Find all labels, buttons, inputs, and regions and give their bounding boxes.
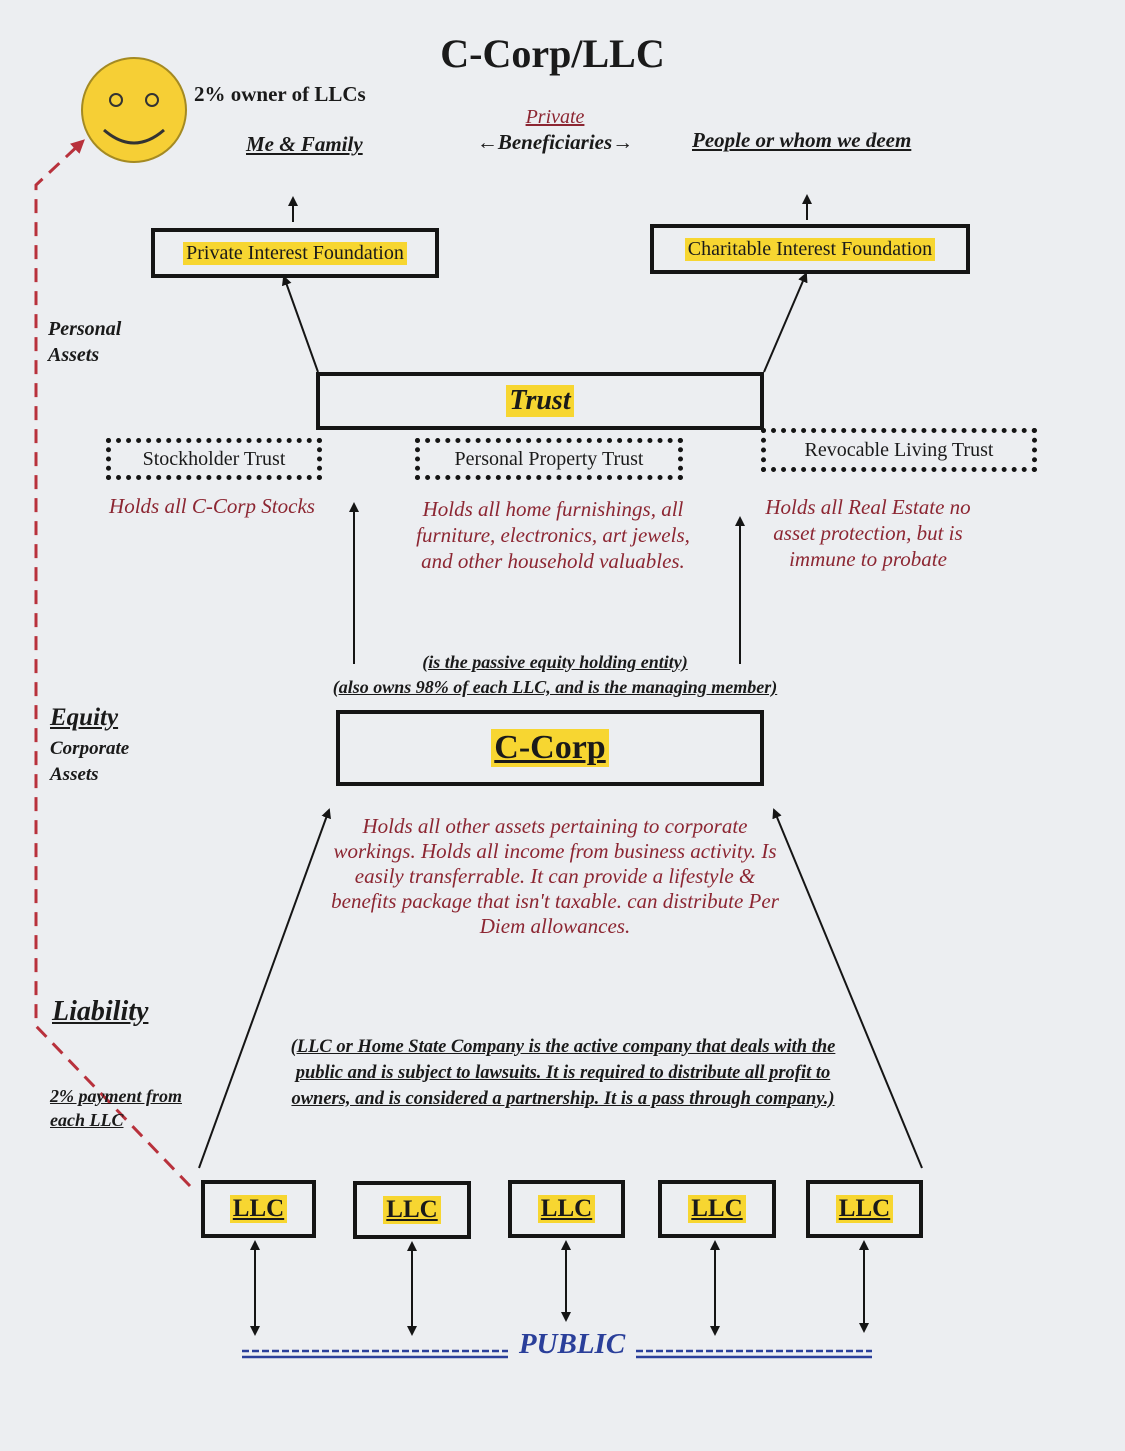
stockholder-trust-box: Stockholder Trust <box>106 438 322 480</box>
llc-label: LLC <box>835 1195 894 1223</box>
ccorp-note-owns: (also owns 98% of each LLC, and is the m… <box>332 677 778 697</box>
liability-label: Liability <box>52 996 149 1027</box>
corporate-assets-label: Corporate Assets <box>50 738 130 785</box>
stockholder-trust-label: Stockholder Trust <box>142 447 286 470</box>
private-interest-foundation-label: Private Interest Foundation <box>183 241 407 265</box>
ccorp-label: C-Corp <box>491 729 609 767</box>
ccorp-description: Holds all other assets pertaining to cor… <box>331 814 779 938</box>
personal-property-trust-label: Personal Property Trust <box>454 447 644 470</box>
llc-box: LLC <box>508 1180 625 1238</box>
page-title: C-Corp/LLC <box>440 31 665 76</box>
arrow-llc-to-ccorp-left <box>198 808 331 1169</box>
charitable-interest-foundation-label: Charitable Interest Foundation <box>684 237 936 261</box>
llc-label: LLC <box>383 1196 441 1224</box>
arrow-trust-to-private-foundation <box>281 275 319 373</box>
revocable-living-trust-box: Revocable Living Trust <box>761 428 1037 472</box>
ccorp-box: C-Corp <box>336 710 764 786</box>
llc-label: LLC <box>537 1195 596 1223</box>
llc-box: LLC <box>658 1180 776 1238</box>
stockholder-trust-description: Holds all C-Corp Stocks <box>109 494 315 518</box>
revocable-living-trust-label: Revocable Living Trust <box>804 438 994 461</box>
llc-note: (LLC or Home State Company is the active… <box>290 1037 836 1109</box>
beneficiary-people: People or whom we deem <box>692 128 912 152</box>
private-interest-foundation-box: Private Interest Foundation <box>151 228 439 278</box>
arrow-llc-to-ccorp-right <box>772 808 923 1169</box>
smiley-face-icon <box>81 57 187 163</box>
arrow-trust-to-charitable-foundation <box>763 272 808 373</box>
personal-property-trust-box: Personal Property Trust <box>415 438 683 480</box>
personal-property-trust-description: Holds all home furnishings, all furnitur… <box>416 497 690 573</box>
public-rule <box>242 1349 872 1359</box>
beneficiary-me-family: Me & Family <box>246 132 363 156</box>
llc-box: LLC <box>806 1180 923 1238</box>
llc-public-arrows <box>250 1240 869 1336</box>
llc-box: LLC <box>201 1180 316 1238</box>
llc-box: LLC <box>353 1181 471 1239</box>
llc-label: LLC <box>688 1195 746 1223</box>
beneficiaries-label: ←Beneficiaries→ <box>476 130 634 154</box>
llc-label: LLC <box>229 1195 288 1223</box>
public-label: PUBLIC <box>518 1328 626 1360</box>
ccorp-note-passive: (is the passive equity holding entity) <box>422 652 688 672</box>
equity-label: Equity <box>50 704 119 731</box>
trust-label: Trust <box>506 385 574 417</box>
owner-note: 2% owner of LLCs <box>194 82 366 106</box>
payment-note: 2% payment from each LLC <box>50 1086 182 1130</box>
personal-assets-label: Personal Assets <box>48 318 122 366</box>
private-label: Private <box>525 106 585 128</box>
charitable-interest-foundation-box: Charitable Interest Foundation <box>650 224 970 274</box>
trust-box: Trust <box>316 372 764 430</box>
revocable-living-trust-description: Holds all Real Estate no asset protectio… <box>765 495 971 571</box>
dashed-ownership-arrow <box>34 139 192 1188</box>
